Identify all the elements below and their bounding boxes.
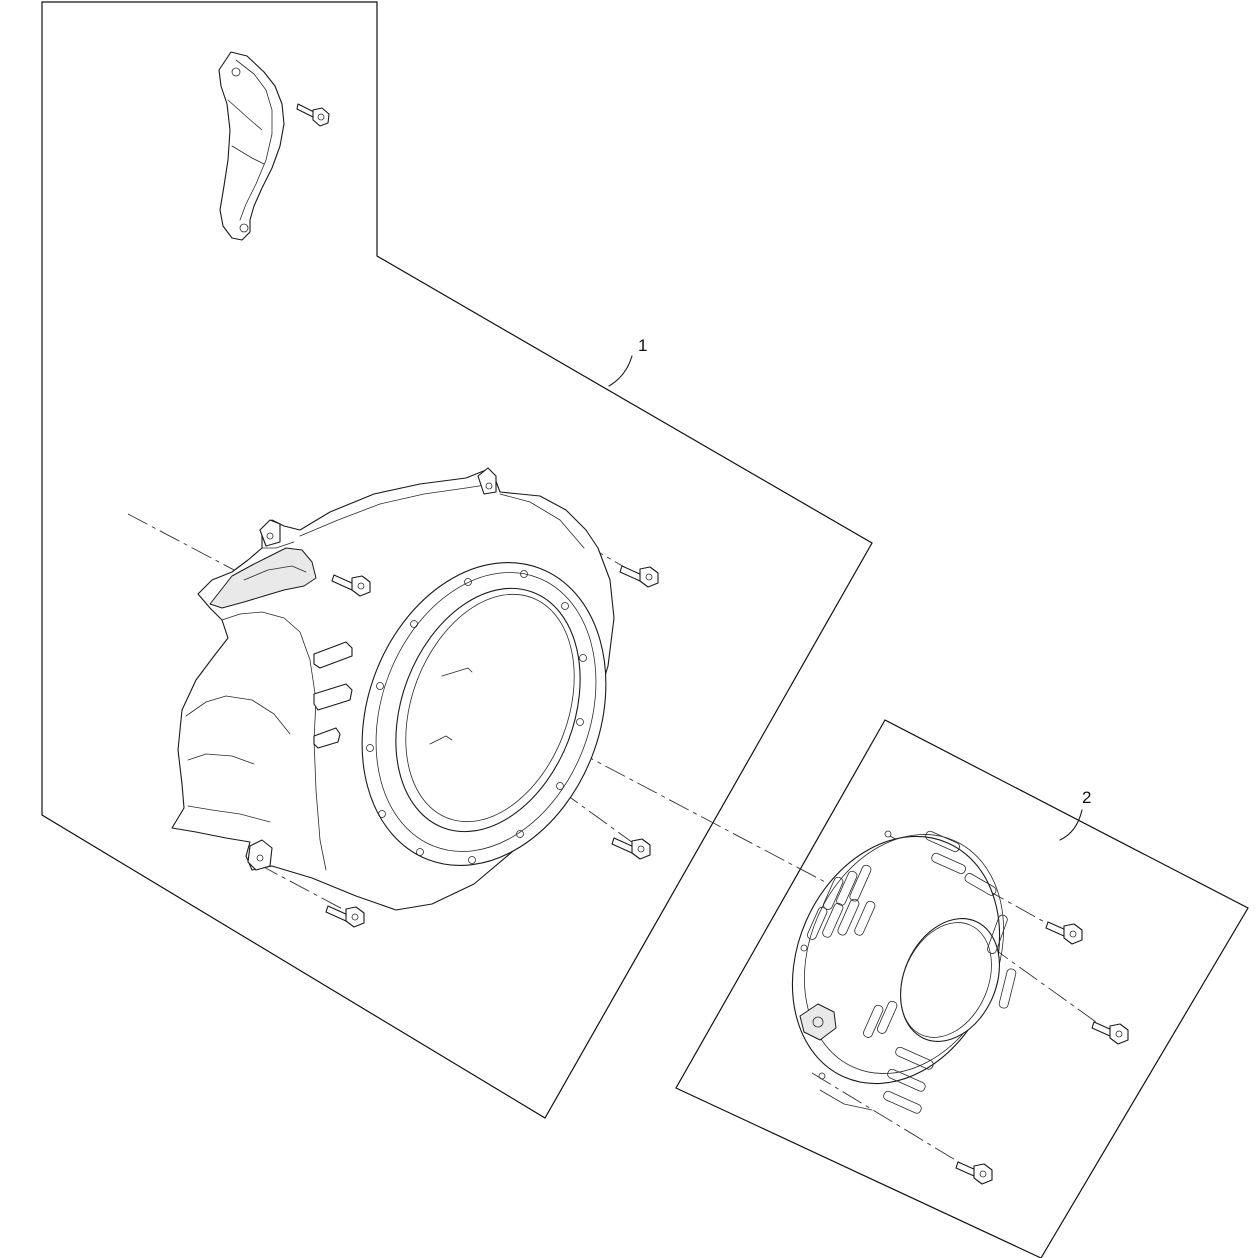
housing-bolt-upper-left bbox=[331, 574, 371, 597]
cover-bolt-1 bbox=[1045, 921, 1083, 945]
small-bracket-part bbox=[218, 51, 285, 241]
callout-1-leader bbox=[608, 355, 633, 387]
cover-bolt-axis-3 bbox=[811, 1072, 976, 1173]
bracket-bolt bbox=[296, 103, 330, 127]
callout-2-leader bbox=[1059, 809, 1083, 841]
blower-housing-part bbox=[171, 467, 615, 911]
housing-bolt-lower-left bbox=[325, 905, 365, 928]
lower-left-bolt-axis bbox=[257, 863, 351, 914]
callout-1: 1 bbox=[638, 336, 647, 355]
lower-right-bolt-axis bbox=[559, 789, 641, 849]
housing-bolt-lower-right bbox=[611, 837, 651, 860]
cover-bolt-2 bbox=[1091, 1021, 1129, 1045]
group-1-frame bbox=[41, 1, 873, 1119]
cover-bolt-3 bbox=[955, 1161, 993, 1185]
group-2-frame bbox=[675, 719, 1249, 1258]
starter-cover-part bbox=[791, 830, 1017, 1114]
cover-bolt-axis-2 bbox=[989, 945, 1111, 1033]
callout-2: 2 bbox=[1082, 788, 1091, 807]
housing-bolt-upper-right bbox=[619, 565, 659, 588]
